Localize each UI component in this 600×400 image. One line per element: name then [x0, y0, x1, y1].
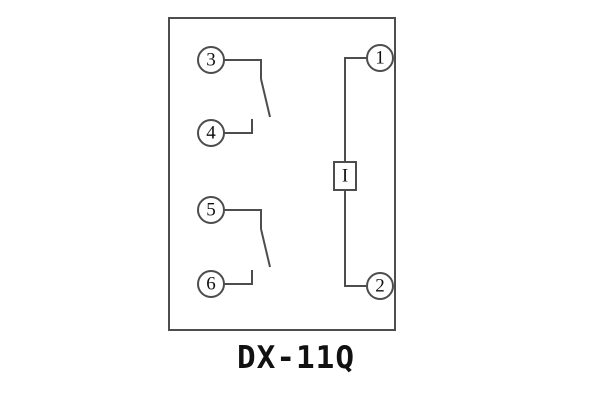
contact-blade-bottom [260, 228, 271, 268]
terminal-4-circle [197, 119, 225, 147]
terminal-1-circle [366, 44, 394, 72]
terminal-5-lead [224, 209, 262, 229]
terminal-2-circle [366, 272, 394, 300]
terminal-4-label: 4 [206, 123, 216, 144]
terminal-3-circle [197, 46, 225, 74]
terminal-2-label: 2 [375, 276, 385, 297]
terminal-6-label: 6 [206, 274, 216, 295]
contact-group-3-4: 3 4 [197, 46, 271, 147]
contact-group-5-6: 5 6 [197, 196, 271, 298]
terminal-3-lead [224, 59, 262, 79]
terminal-4-lead [224, 119, 253, 134]
coil-branch: I 1 2 [333, 44, 394, 300]
model-label: DX-11Q [237, 340, 355, 376]
terminal-6-circle [197, 270, 225, 298]
coil-lead-bottom [344, 190, 367, 287]
relay-outline [168, 17, 396, 331]
coil-label: I [342, 166, 348, 187]
terminal-6-lead [224, 270, 253, 285]
contact-blade-top [260, 78, 271, 118]
terminal-3-label: 3 [206, 50, 216, 71]
terminal-5-label: 5 [206, 200, 216, 221]
terminal-1-label: 1 [375, 48, 385, 69]
coil-lead-top [344, 57, 367, 162]
terminal-5-circle [197, 196, 225, 224]
